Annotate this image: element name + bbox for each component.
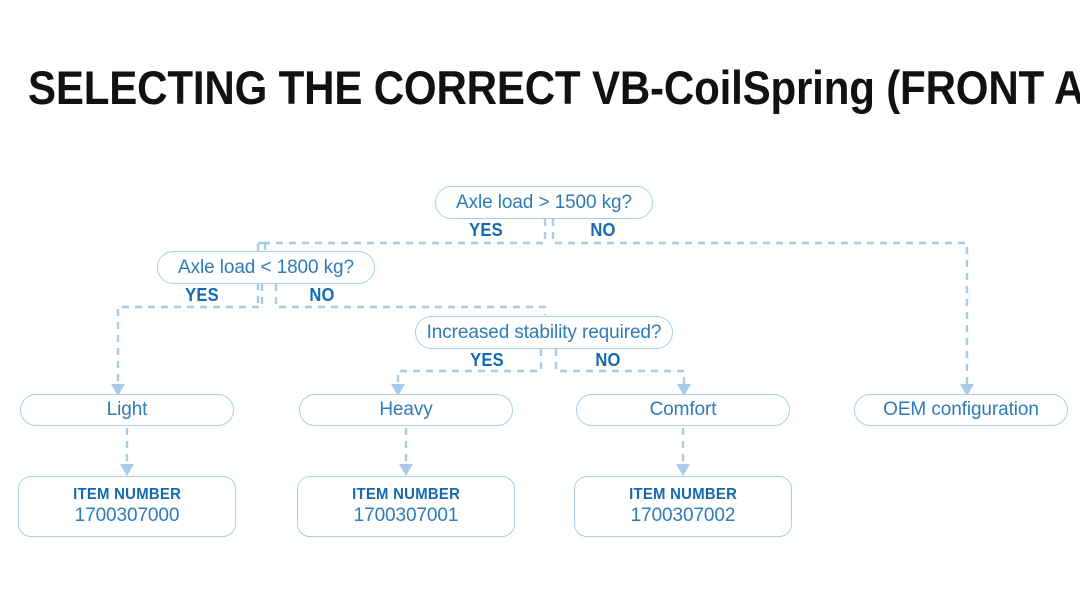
item-card-heavy[interactable]: ITEM NUMBER 1700307001 <box>297 476 515 537</box>
connector-d3-yes-to-heavy <box>396 349 543 386</box>
item-number-value: 1700307001 <box>353 505 459 526</box>
decision-node-axle-load-lt-1800[interactable]: Axle load < 1800 kg? <box>157 251 375 284</box>
branch-label-d3-no: NO <box>595 350 621 370</box>
arrow-into-oem <box>960 384 974 396</box>
result-node-oem-configuration[interactable]: OEM configuration <box>854 394 1068 426</box>
item-card-comfort[interactable]: ITEM NUMBER 1700307002 <box>574 476 792 537</box>
arrow-into-heavy <box>391 384 405 396</box>
decision-label: Axle load < 1800 kg? <box>178 256 354 278</box>
decision-label: Increased stability required? <box>426 321 662 343</box>
connector-d1-no-to-oem <box>551 219 969 386</box>
result-node-heavy[interactable]: Heavy <box>299 394 513 426</box>
arrow-into-item-heavy <box>399 464 413 476</box>
arrow-into-light <box>111 384 125 396</box>
arrow-into-item-comfort <box>676 464 690 476</box>
item-number-label: ITEM NUMBER <box>72 486 182 503</box>
decision-node-axle-load-gt-1500[interactable]: Axle load > 1500 kg? <box>435 186 653 219</box>
decision-node-increased-stability[interactable]: Increased stability required? <box>415 316 673 349</box>
branch-label-d2-yes: YES <box>185 285 219 305</box>
arrow-into-comfort <box>677 384 691 396</box>
item-card-light[interactable]: ITEM NUMBER 1700307000 <box>18 476 236 537</box>
connector-d2-no-to-d3 <box>274 284 547 315</box>
branch-label-d1-no: NO <box>590 220 616 240</box>
branch-label-d1-yes: YES <box>469 220 503 240</box>
result-label: OEM configuration <box>883 399 1039 420</box>
page-title: SELECTING THE CORRECT VB-CoilSpring (FRO… <box>28 61 1080 114</box>
decision-label: Axle load > 1500 kg? <box>456 191 632 213</box>
result-label: Comfort <box>649 399 717 420</box>
connector-d2-yes-to-light <box>116 284 264 386</box>
branch-label-d3-yes: YES <box>470 350 504 370</box>
result-label: Light <box>106 399 148 420</box>
result-node-comfort[interactable]: Comfort <box>576 394 790 426</box>
result-label: Heavy <box>379 399 433 420</box>
item-number-value: 1700307002 <box>630 505 736 526</box>
result-node-light[interactable]: Light <box>20 394 234 426</box>
branch-label-d2-no: NO <box>309 285 335 305</box>
connector-d3-no-to-comfort <box>554 349 686 386</box>
item-number-label: ITEM NUMBER <box>351 486 461 503</box>
item-number-label: ITEM NUMBER <box>628 486 738 503</box>
arrow-into-item-light <box>120 464 134 476</box>
item-number-value: 1700307000 <box>74 505 180 526</box>
